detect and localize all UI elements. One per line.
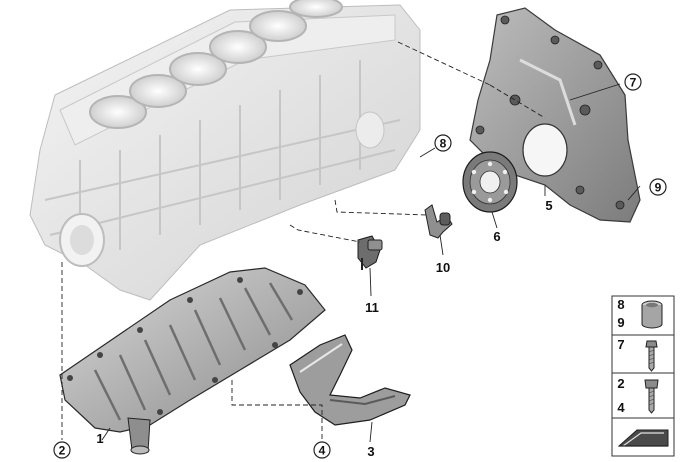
- legend-row-bolt: 7: [617, 337, 658, 372]
- svg-text:9: 9: [655, 181, 662, 195]
- legend-panel: 8 9 7 2 4: [611, 295, 675, 457]
- svg-text:7: 7: [617, 337, 624, 352]
- bolt-icon: [645, 340, 658, 372]
- legend-row-sleeve: 8 9: [617, 297, 663, 330]
- sleeve-icon: [641, 300, 663, 329]
- callout-3: 3: [367, 444, 374, 459]
- engine-block: [29, 0, 421, 301]
- svg-text:4: 4: [617, 400, 625, 415]
- callout-6: 6: [493, 229, 500, 244]
- sensor-bracket-part: [424, 204, 453, 239]
- callout-11: 11: [365, 300, 379, 315]
- svg-text:6: 6: [493, 229, 500, 244]
- callout-10: 10: [436, 260, 450, 275]
- svg-text:4: 4: [319, 444, 326, 458]
- oil-pan: [59, 267, 326, 455]
- svg-text:5: 5: [545, 198, 552, 213]
- svg-text:2: 2: [617, 376, 624, 391]
- svg-text:10: 10: [436, 260, 450, 275]
- sensor-part: [357, 235, 383, 270]
- cylinder-bores: [89, 0, 343, 129]
- callout-8: 8: [434, 134, 452, 152]
- callout-7: 7: [624, 73, 642, 91]
- callout-9: 9: [649, 178, 667, 196]
- leader-lines: [61, 41, 641, 443]
- svg-text:2: 2: [59, 444, 66, 458]
- svg-text:3: 3: [367, 444, 374, 459]
- screw-icon: [644, 379, 659, 414]
- svg-text:8: 8: [440, 137, 447, 151]
- callout-5: 5: [545, 198, 552, 213]
- svg-text:9: 9: [617, 315, 624, 330]
- svg-text:8: 8: [617, 297, 624, 312]
- wedge-icon: [617, 429, 669, 447]
- callout-4: 4: [313, 441, 331, 459]
- legend-row-screw: 2 4: [617, 376, 659, 415]
- svg-text:1: 1: [96, 431, 103, 446]
- callout-2: 2: [53, 441, 71, 459]
- sprocket-ring: [462, 151, 518, 213]
- svg-text:7: 7: [630, 76, 637, 90]
- svg-text:11: 11: [365, 300, 379, 315]
- oil-baffle-plate: [289, 334, 411, 426]
- callout-1: 1: [96, 431, 103, 446]
